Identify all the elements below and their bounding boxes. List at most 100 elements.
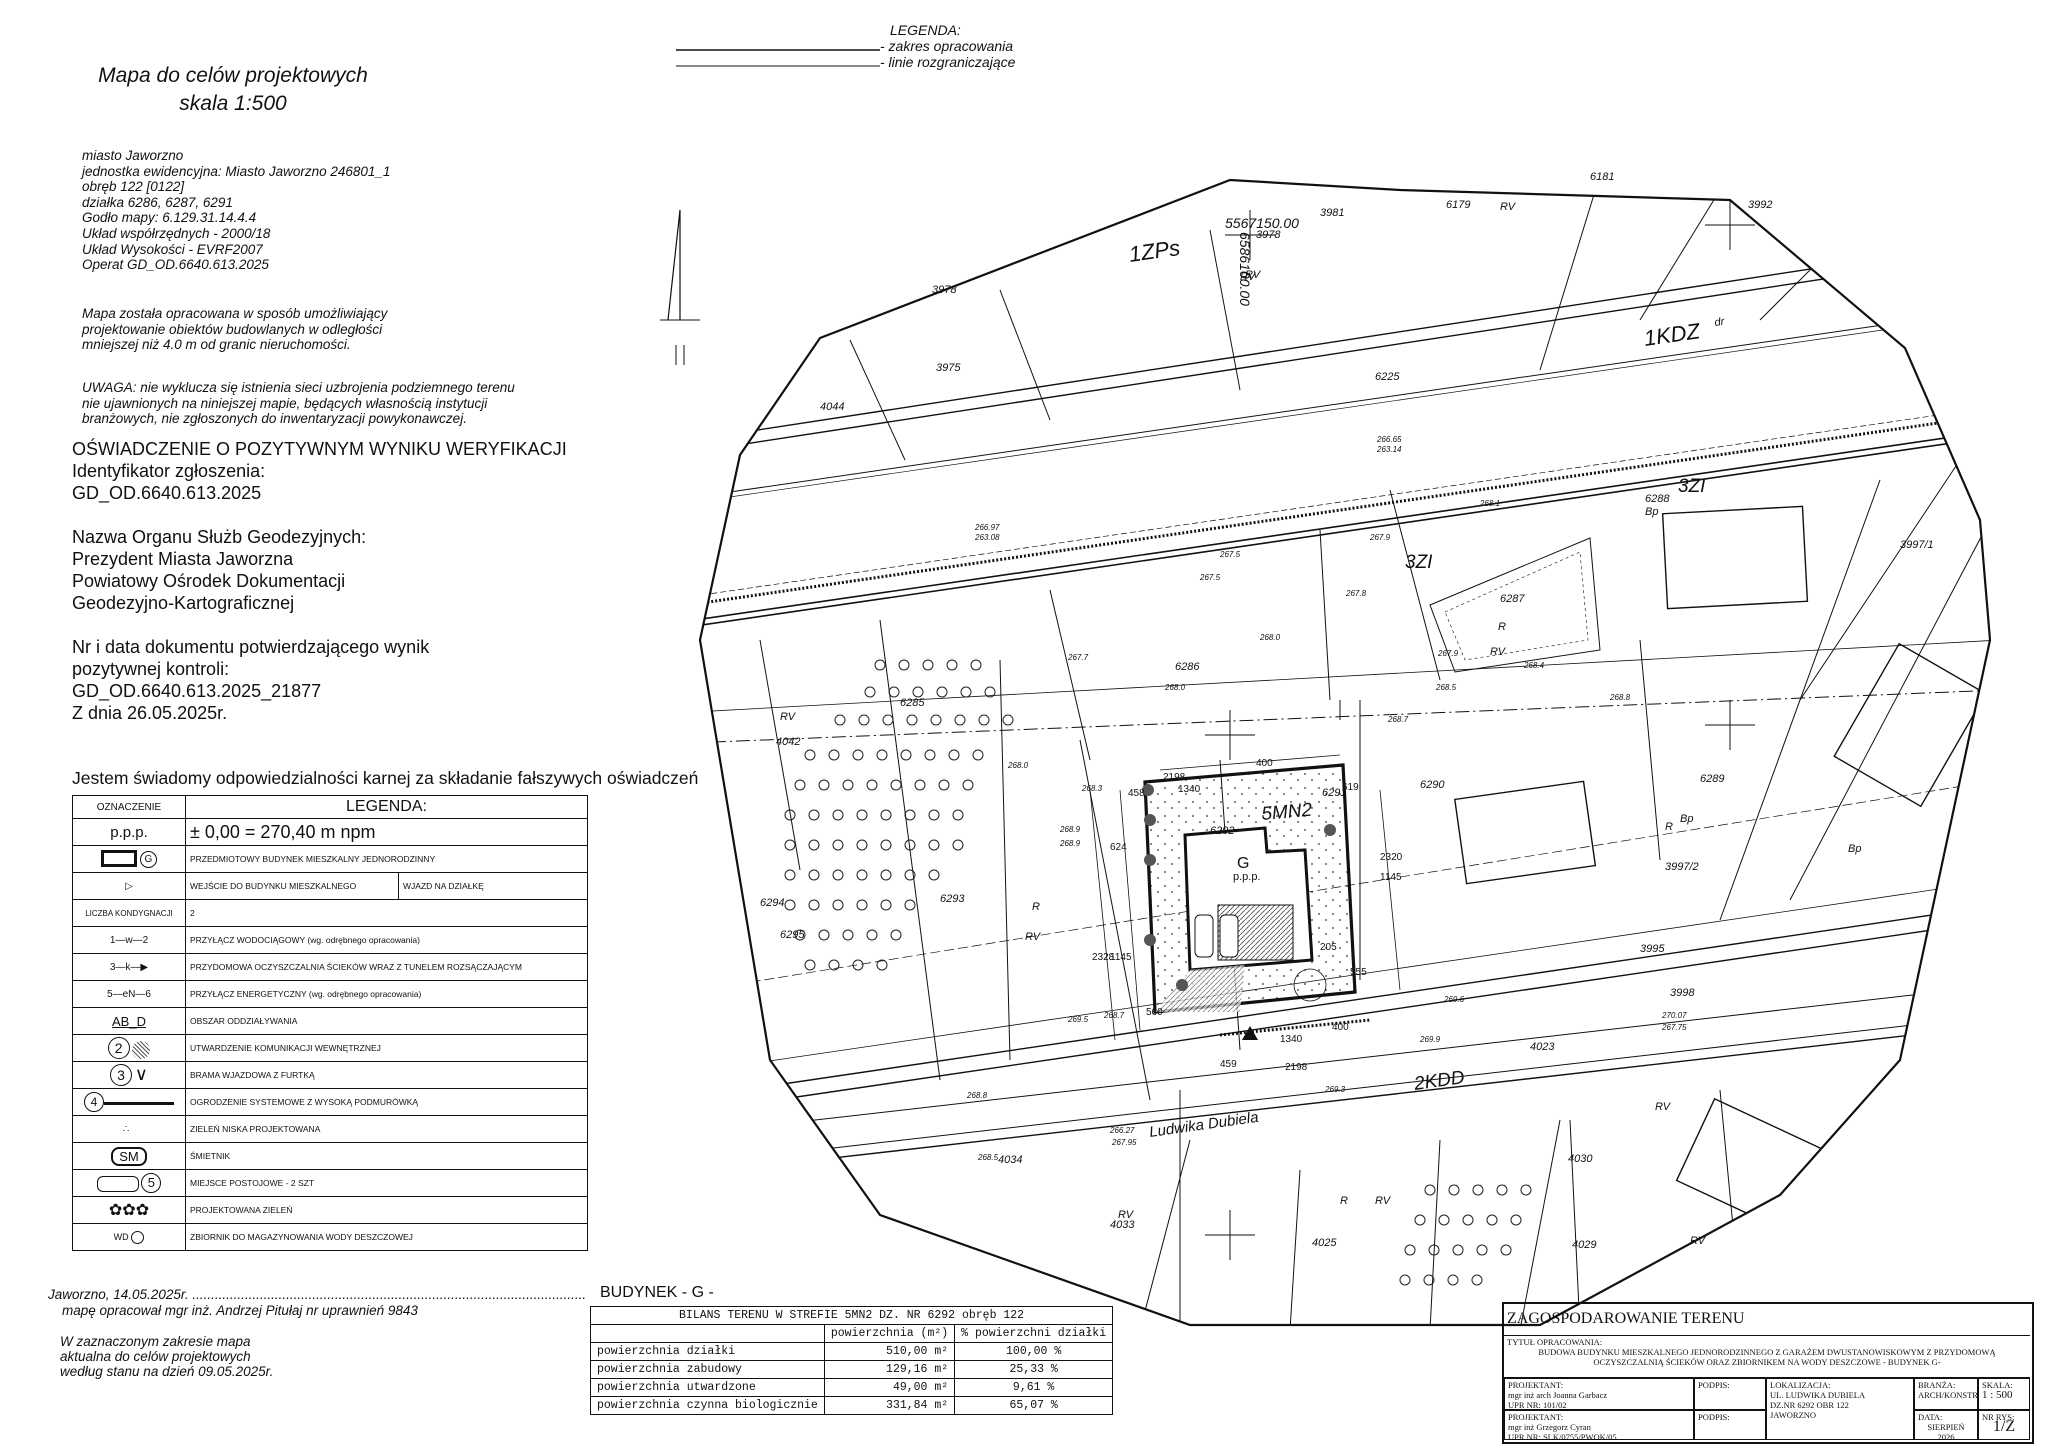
elevation-label: 267.5 — [1219, 550, 1241, 559]
zone-label: 5MN2 — [1261, 800, 1314, 825]
legend-text: WJAZD NA DZIAŁKĘ — [398, 872, 588, 900]
legend-text: ZBIORNIK DO MAGAZYNOWANIA WODY DESZCZOWE… — [185, 1223, 588, 1251]
decl-line: Nr i data dokumentu potwierdzającego wyn… — [72, 637, 430, 657]
tree-symbol — [808, 809, 820, 821]
tree-symbol — [970, 659, 982, 671]
land-use-label: RV — [1690, 1235, 1707, 1247]
elevation-label: 269.3 — [1324, 1085, 1346, 1094]
parcel-number: 3998 — [1670, 987, 1695, 999]
legend-col-symbol: OZNACZENIE — [72, 795, 186, 819]
tree-symbol — [1447, 1274, 1459, 1286]
fence-icon: 4 — [72, 1088, 186, 1116]
legend-text: ŚMIETNIK — [185, 1142, 588, 1170]
paving-icon: 2 — [72, 1034, 186, 1062]
tree-symbol — [832, 899, 844, 911]
coord-east: 6586100.00 — [1237, 232, 1253, 306]
tree-symbol — [876, 959, 888, 971]
balance-col-pct: % powierzchni działki — [954, 1324, 1114, 1343]
tree-symbol — [856, 809, 868, 821]
dimension-label: 2198 — [1163, 772, 1186, 783]
land-use-label: RV — [1240, 271, 1257, 283]
elevation-label: 270.07 — [1661, 1011, 1687, 1020]
meta-line: Układ Wysokości - EVRF2007 — [82, 241, 263, 257]
tree-symbol — [874, 659, 886, 671]
parcel-number: 3997/2 — [1665, 861, 1699, 873]
tree-symbol — [904, 899, 916, 911]
tree-symbol — [784, 899, 796, 911]
decl-line: Geodezyjno-Kartograficznej — [72, 593, 295, 613]
tree-symbol — [1428, 1244, 1440, 1256]
dimension-label: 2198 — [1285, 1062, 1308, 1073]
sign-cell: PODPIS: — [1694, 1378, 1766, 1410]
tree-symbol — [952, 809, 964, 821]
elevation-label: 268.9 — [1059, 839, 1081, 848]
parcel-number: 4029 — [1572, 1239, 1596, 1251]
meta-line: działka 6286, 6287, 6291 — [82, 194, 233, 210]
tree-symbol — [1399, 1274, 1411, 1286]
low-greenery-icon: ∴ — [72, 1115, 186, 1143]
elevation-label: 268.8 — [1609, 693, 1631, 702]
top-legend: LEGENDA: - zakres opracowania - linie ro… — [880, 22, 1015, 70]
parcel-number: 6285 — [900, 697, 925, 709]
tree-symbol — [828, 959, 840, 971]
tree-symbol — [828, 749, 840, 761]
tree-symbol — [1472, 1184, 1484, 1196]
elevation-label: 267.7 — [1067, 653, 1089, 662]
tree-symbol — [880, 899, 892, 911]
water-line-icon: 1—w—2 — [72, 926, 186, 954]
parcel-number: 6294 — [760, 897, 784, 909]
elevation-label: 268.1 — [1479, 499, 1500, 508]
tree-symbol — [1448, 1184, 1460, 1196]
dimension-label: 459 — [1220, 1059, 1237, 1070]
tree-symbol — [984, 686, 996, 698]
balance-area: 129,16 m² — [823, 1360, 956, 1379]
elevation-label: 269.6 — [1443, 995, 1465, 1004]
dimension-label: 205 — [1320, 942, 1337, 953]
tree-symbol — [876, 749, 888, 761]
decl-line: OŚWIADCZENIE O POZYTYWNYM WYNIKU WERYFIK… — [72, 439, 567, 459]
tree-symbol — [842, 779, 854, 791]
map-title-line1: Mapa do celów projektowych — [98, 64, 368, 87]
tree-symbol — [866, 779, 878, 791]
parcel-number: 4044 — [820, 401, 844, 413]
dimension-label: 1145 — [1380, 872, 1402, 883]
dimension-label: 555 — [1350, 967, 1367, 978]
balance-pct: 9,61 % — [954, 1378, 1114, 1397]
tree-symbol — [960, 686, 972, 698]
dimension-label: 619 — [1342, 782, 1359, 793]
elevation-label: 267.8 — [1345, 589, 1367, 598]
tree-symbol — [1414, 1214, 1426, 1226]
rain-tank-icon: WD — [72, 1223, 186, 1251]
elevation-label: 266.97 — [974, 523, 1000, 532]
balance-name: powierzchnia utwardzone — [590, 1378, 825, 1397]
building-label: BUDYNEK - G - — [600, 1284, 714, 1301]
parcel-number: 6295 — [780, 929, 805, 941]
legend-text: PRZYŁĄCZ WODOCIĄGOWY (wg. odrębnego opra… — [185, 926, 588, 954]
note-warning: UWAGA: nie wyklucza się istnienia sieci … — [82, 380, 515, 427]
elevation-label: 267.5 — [1199, 573, 1221, 582]
tree-symbol — [1438, 1214, 1450, 1226]
elevation-label: 267.9 — [1369, 533, 1391, 542]
tree-symbol — [928, 809, 940, 821]
decl-line: Powiatowy Ośrodek Dokumentacji — [72, 571, 346, 591]
parcel-number: 6292 — [1210, 825, 1234, 837]
parcel-number: 6288 — [1645, 493, 1670, 505]
land-use-label: RV — [1118, 1209, 1135, 1221]
parcel-number: 4042 — [776, 736, 800, 748]
land-use-label: R — [1665, 821, 1673, 833]
note-line: projektowanie obiektów budowlanych w odl… — [82, 321, 383, 337]
tree-symbol — [972, 749, 984, 761]
decl-line: Nazwa Organu Służb Geodezyjnych: — [72, 527, 367, 547]
tree-symbol — [880, 809, 892, 821]
tree-symbol — [856, 869, 868, 881]
top-legend-title: LEGENDA: — [890, 22, 961, 38]
elevation-label: 267.95 — [1111, 1138, 1137, 1147]
grid-crosses — [1205, 200, 1755, 1260]
tree-symbol — [832, 809, 844, 821]
land-use-label: RV — [1655, 1101, 1672, 1113]
parcel-number: 3975 — [936, 362, 961, 374]
parcel-number: 6293 — [940, 893, 965, 905]
legend-text: PRZYŁĄCZ ENERGETYCZNY (wg. odrębnego opr… — [185, 980, 588, 1008]
tree-symbol — [804, 749, 816, 761]
